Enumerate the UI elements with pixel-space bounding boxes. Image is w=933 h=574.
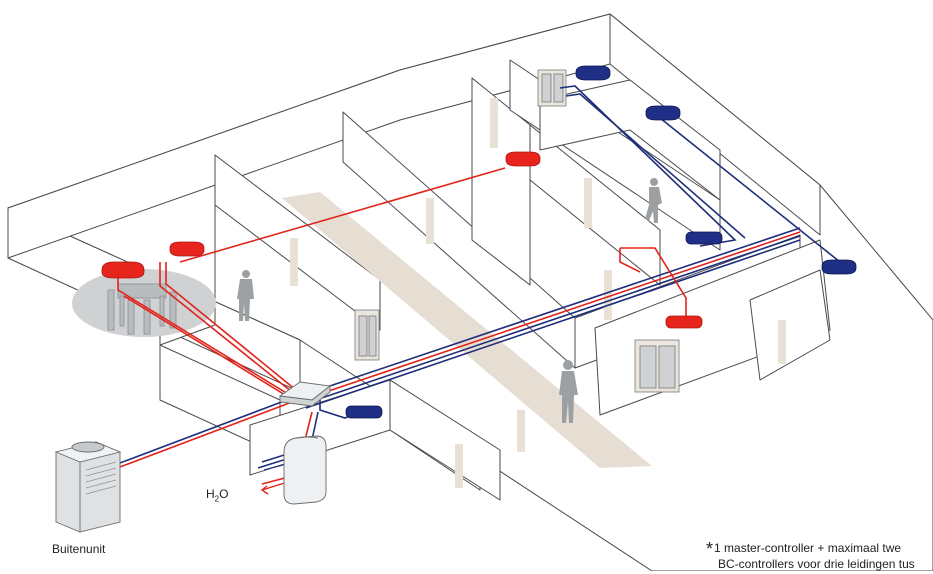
door <box>455 444 463 488</box>
outdoor-unit-icon <box>56 442 120 532</box>
indoor-unit-icon <box>170 242 204 256</box>
cabinet-icon <box>355 310 379 360</box>
door <box>517 410 525 452</box>
footnote-line-2: BC-controllers voor drie leidingen tus <box>718 554 915 574</box>
indoor-unit-icon <box>102 262 144 278</box>
cabinet-icon <box>635 340 679 392</box>
indoor-unit-icon <box>666 316 702 328</box>
water-label-h: H <box>206 487 215 501</box>
footnote-star: * <box>706 539 713 559</box>
outdoor-unit-label: Buitenunit <box>52 542 105 556</box>
hot-water-tank-icon <box>284 436 326 504</box>
indoor-unit-icon <box>686 232 722 244</box>
door <box>426 198 434 244</box>
water-label: H2O <box>206 487 228 503</box>
door <box>290 238 298 286</box>
indoor-unit-icon <box>506 152 540 166</box>
indoor-unit-icon <box>822 260 856 274</box>
indoor-unit-icon <box>576 66 610 80</box>
door <box>490 98 498 148</box>
indoor-unit-icon <box>346 406 382 418</box>
dining-area <box>72 269 216 337</box>
door <box>584 178 592 228</box>
door <box>778 320 786 364</box>
indoor-unit-icon <box>646 106 680 120</box>
footnote-text-1: 1 master-controller + maximaal twe <box>714 541 901 555</box>
water-label-o: O <box>219 487 228 501</box>
footnote: *1 master-controller + maximaal twe BC-c… <box>706 538 915 574</box>
